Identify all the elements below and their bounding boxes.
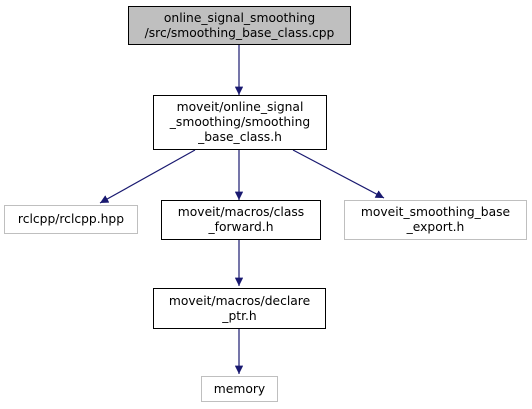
node-declare-ptr-header[interactable]: moveit/macros/declare_ptr.h — [153, 288, 326, 329]
node-label-line: _export.h — [406, 220, 465, 234]
edge-base-header-to-export — [292, 149, 385, 199]
node-label-line: moveit_smoothing_base — [360, 205, 511, 219]
node-rclcpp-header[interactable]: rclcpp/rclcpp.hpp — [4, 205, 138, 234]
node-class-forward-header[interactable]: moveit/macros/class_forward.h — [161, 200, 321, 240]
node-memory[interactable]: memory — [201, 376, 278, 402]
node-label-line: /src/smoothing_base_class.cpp — [144, 25, 335, 40]
node-label-line: _forward.h — [208, 220, 274, 234]
node-export-header[interactable]: moveit_smoothing_base_export.h — [344, 200, 527, 240]
node-label-line: _base_class.h — [198, 130, 282, 144]
node-root-source-file[interactable]: online_signal_smoothing/src/smoothing_ba… — [128, 6, 351, 45]
edge-base-header-to-rclcpp — [99, 149, 196, 204]
node-label-line: moveit/macros/declare — [168, 293, 311, 308]
node-label-line: _smoothing/smoothing — [169, 115, 311, 129]
node-label-line: _ptr.h — [222, 308, 257, 323]
node-label-line: moveit/macros/class — [177, 205, 305, 219]
node-label-line: memory — [213, 381, 266, 396]
node-label-line: moveit/online_signal — [176, 100, 304, 114]
node-smoothing-base-class-header[interactable]: moveit/online_signal_smoothing/smoothing… — [153, 95, 327, 150]
node-label-line: rclcpp/rclcpp.hpp — [17, 212, 125, 226]
node-label-line: online_signal_smoothing — [163, 10, 316, 25]
